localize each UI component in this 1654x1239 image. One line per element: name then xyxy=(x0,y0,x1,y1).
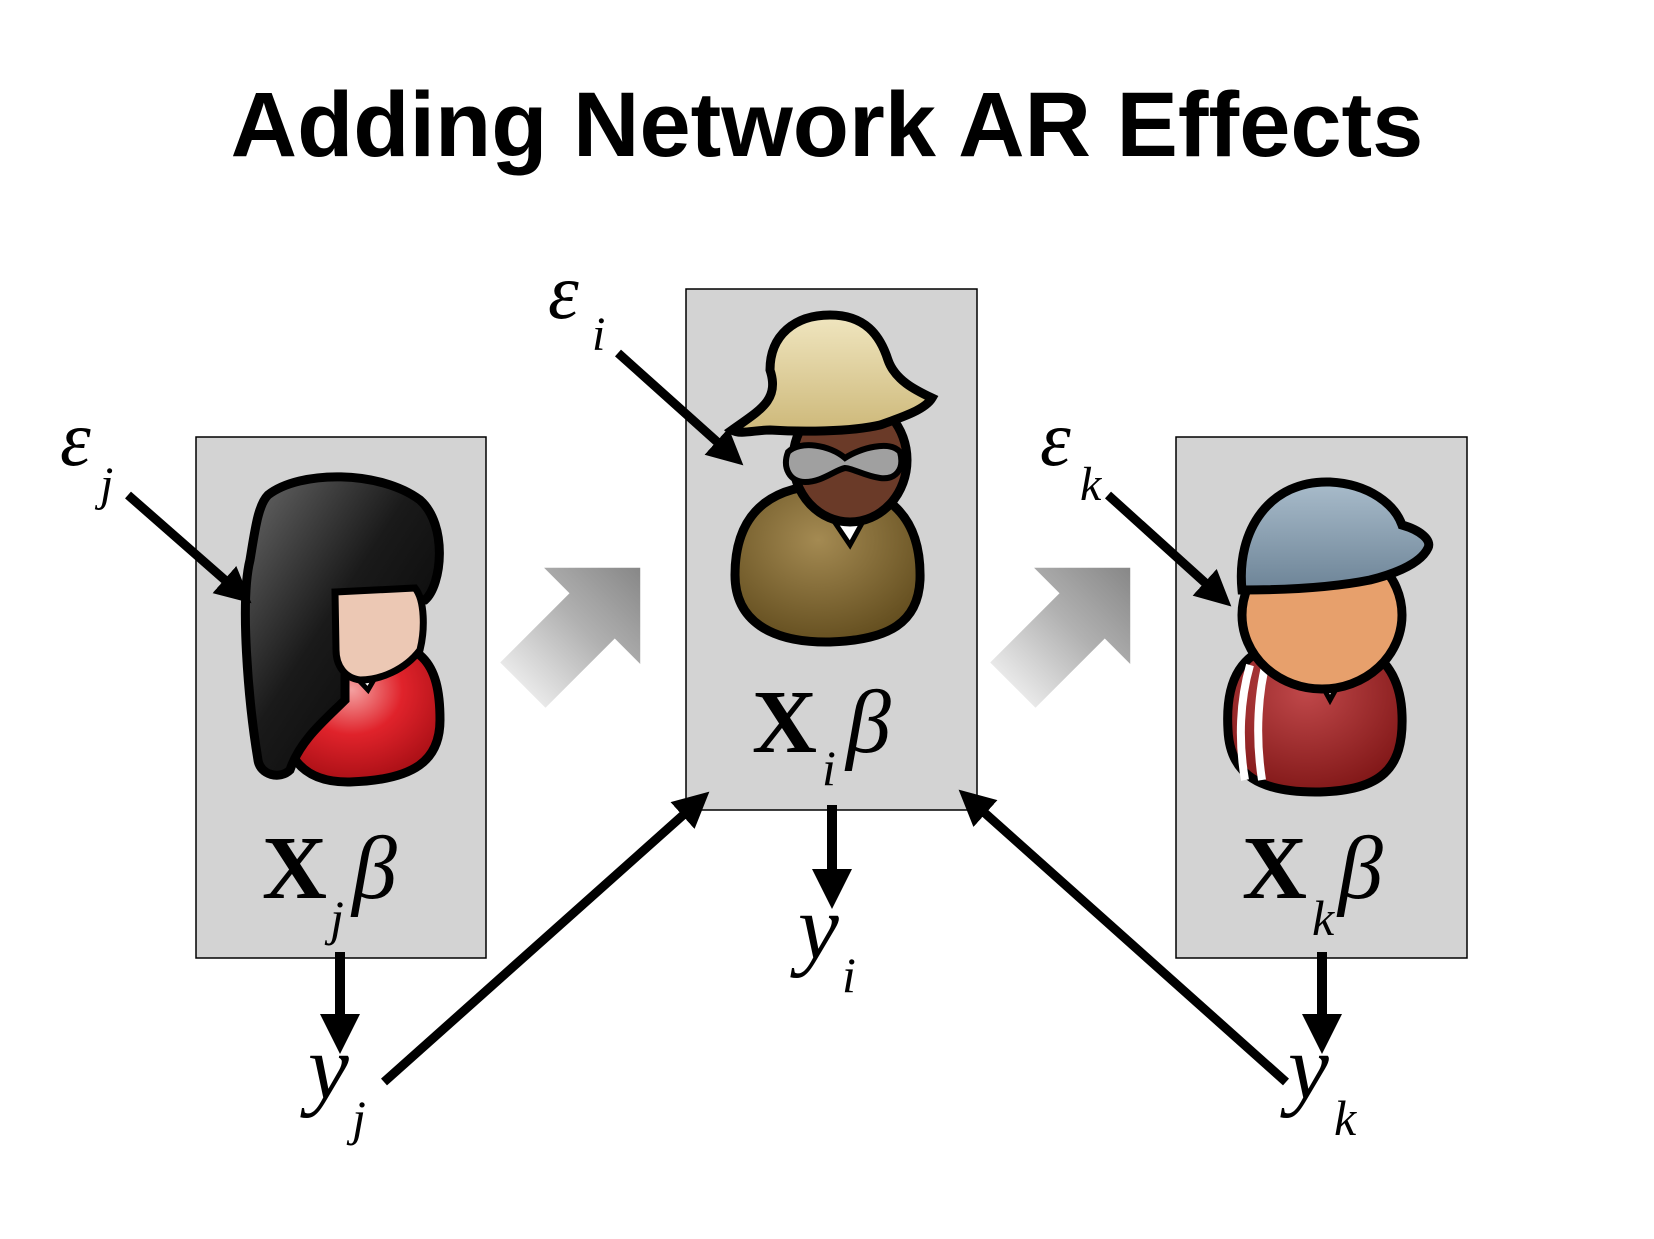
x-k-symbol: X xyxy=(1242,819,1307,918)
page-title: Adding Network AR Effects xyxy=(230,74,1424,176)
epsilon-k-subscript: k xyxy=(1080,458,1103,511)
epsilon-j-arrow xyxy=(125,491,252,604)
boy-with-cap-avatar-icon xyxy=(1223,477,1434,797)
right-feedback-arrow-icon xyxy=(990,567,1131,708)
woman-avatar-icon xyxy=(240,472,445,787)
y-k-symbol: y xyxy=(1280,1016,1329,1118)
x-k-subscript: k xyxy=(1312,890,1335,946)
beta-i-symbol: β xyxy=(844,673,891,772)
epsilon-k-symbol: ε xyxy=(1040,395,1071,482)
epsilon-i-symbol: ε xyxy=(548,248,579,335)
beta-k-symbol: β xyxy=(1336,819,1383,918)
yj-to-center-arrow xyxy=(381,791,710,1086)
beta-j-symbol: β xyxy=(350,819,397,918)
y-j-symbol: y xyxy=(300,1016,349,1118)
x-i-symbol: X xyxy=(752,673,817,772)
left-feedback-arrow-icon xyxy=(500,567,641,708)
epsilon-i-subscript: i xyxy=(592,308,605,361)
man-with-hat-avatar-icon xyxy=(723,310,939,647)
y-j-subscript: j xyxy=(346,1090,366,1146)
epsilon-i-arrow xyxy=(614,349,744,466)
y-i-symbol: y xyxy=(790,876,839,978)
x-i-subscript: i xyxy=(822,740,836,796)
epsilon-j-subscript: j xyxy=(94,458,113,511)
yk-to-center-arrow xyxy=(958,789,1289,1086)
epsilon-k-arrow xyxy=(1104,491,1232,607)
epsilon-j-symbol: ε xyxy=(60,395,91,482)
y-i-subscript: i xyxy=(842,947,856,1003)
y-k-subscript: k xyxy=(1334,1090,1357,1146)
x-j-symbol: X xyxy=(262,819,327,918)
